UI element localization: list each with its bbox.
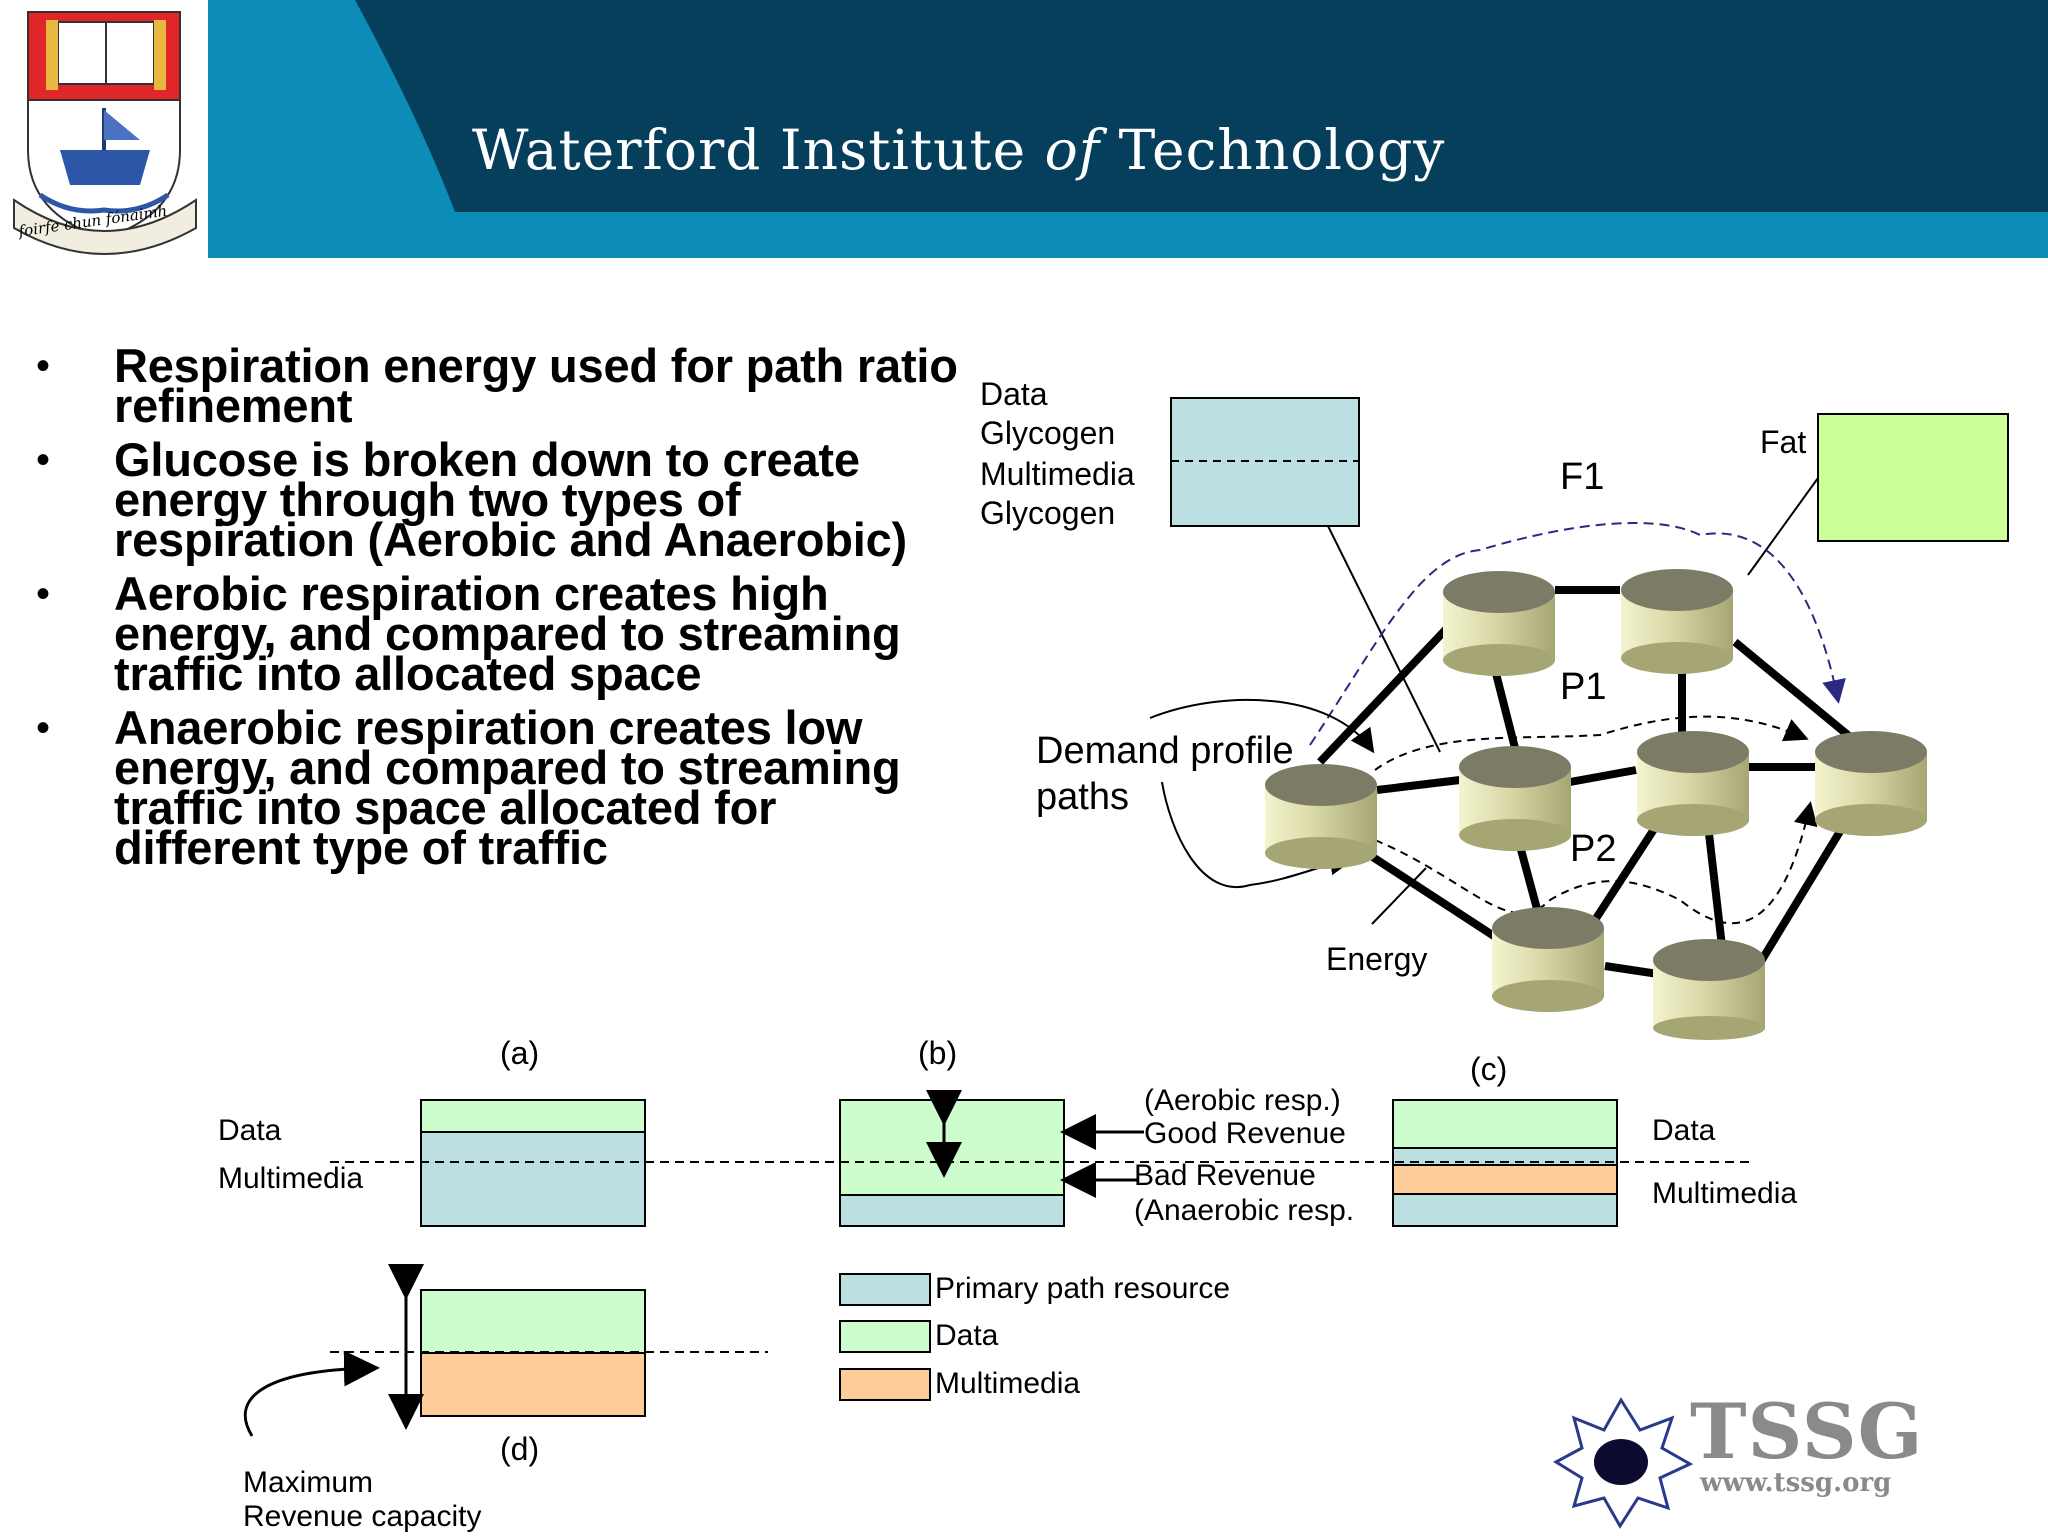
fat-label: Fat (1760, 424, 1807, 460)
network-nodes (1265, 569, 1927, 1040)
legend-label-multimedia: Multimedia (935, 1367, 1081, 1400)
fig-b-primary (839, 1194, 1065, 1227)
bullet-text: Respiration energy used for path ratio r… (114, 339, 958, 432)
institution-title-pre: Waterford Institute (472, 118, 1045, 182)
fat-store (1817, 413, 2009, 542)
institution-title: Waterford Institute of Technology (472, 118, 1445, 182)
fig-d-multimedia (420, 1352, 646, 1417)
legend-swatch-data (839, 1320, 931, 1353)
max-revenue-label-1: Maximum (243, 1466, 374, 1499)
legend-swatch-multimedia (839, 1368, 931, 1401)
legend-label-primary: Primary path resource (935, 1272, 1231, 1305)
fig-a-data-label: Data (218, 1114, 282, 1147)
anaerobic-label: (Anaerobic resp. (1134, 1194, 1355, 1227)
fig-b-caption: (b) (918, 1035, 958, 1071)
bullet-item: • Respiration energy used for path ratio … (30, 342, 960, 429)
bullet-dot: • (36, 438, 50, 482)
bad-revenue-label: Bad Revenue (1134, 1159, 1316, 1192)
bullet-text: Anaerobic respiration creates low energy… (114, 701, 901, 874)
store-label-glycogen: Glycogen (980, 415, 1116, 451)
fig-d-caption: (d) (500, 1431, 540, 1467)
header-dark-panel (355, 0, 2048, 212)
institution-title-of: of (1044, 118, 1101, 182)
fig-a-multimedia-label: Multimedia (218, 1162, 364, 1195)
fig-c-multimedia (1392, 1164, 1618, 1195)
fig-c-caption: (c) (1470, 1051, 1508, 1087)
good-revenue-label: Good Revenue (1144, 1117, 1346, 1150)
institution-title-post: Technology (1100, 118, 1446, 182)
fig-c-data-label: Data (1652, 1114, 1716, 1147)
network-diagram (1149, 397, 2009, 1040)
tssg-url: www.tssg.org (1700, 1468, 1892, 1498)
fig-c-data (1392, 1099, 1618, 1149)
fig-d-data (420, 1289, 646, 1354)
bullet-dot: • (36, 706, 50, 750)
bullet-dot: • (36, 344, 50, 388)
tssg-logo-text: TSSG (1690, 1387, 1924, 1476)
flow-label-p2: P2 (1570, 828, 1617, 870)
bullet-item: • Glucose is broken down to create energy… (30, 436, 960, 563)
bullet-text: Aerobic respiration creates high energy,… (114, 567, 901, 700)
bullet-list: • Respiration energy used for path ratio … (30, 342, 960, 882)
demand-label-line-2: paths (1036, 776, 1129, 818)
energy-label: Energy (1326, 941, 1428, 977)
store-label-glycogen-2: Glycogen (980, 495, 1116, 531)
fig-a-data (420, 1099, 646, 1133)
tssg-logo-icon (1552, 1397, 1694, 1529)
bullet-item: • Aerobic respiration creates high energy… (30, 570, 960, 697)
bullet-dot: • (36, 572, 50, 616)
demand-label-line-1: Demand profile (1036, 730, 1294, 772)
fig-a-caption: (a) (500, 1035, 540, 1071)
flow-label-f1: F1 (1560, 456, 1605, 498)
store-label-multimedia: Multimedia (980, 456, 1135, 492)
max-revenue-label-2: Revenue capacity (243, 1500, 482, 1533)
flow-p2 (1374, 801, 1818, 925)
bullet-item: • Anaerobic respiration creates low energ… (30, 704, 960, 871)
flow-f1 (1309, 522, 1846, 746)
bullet-text: Glucose is broken down to create energy … (114, 433, 908, 566)
crest-icon (13, 11, 197, 255)
flow-p1 (1374, 715, 1809, 771)
fig-c-multimedia-label: Multimedia (1652, 1177, 1798, 1210)
flow-label-p1: P1 (1560, 666, 1607, 708)
store-label-data: Data (980, 376, 1048, 412)
fig-b-data (839, 1099, 1065, 1196)
legend-label-data: Data (935, 1319, 999, 1352)
legend-swatch-primary (839, 1273, 931, 1306)
aerobic-label: (Aerobic resp.) (1144, 1084, 1341, 1117)
fig-a-multimedia (420, 1131, 646, 1227)
institution-crest (0, 0, 208, 262)
